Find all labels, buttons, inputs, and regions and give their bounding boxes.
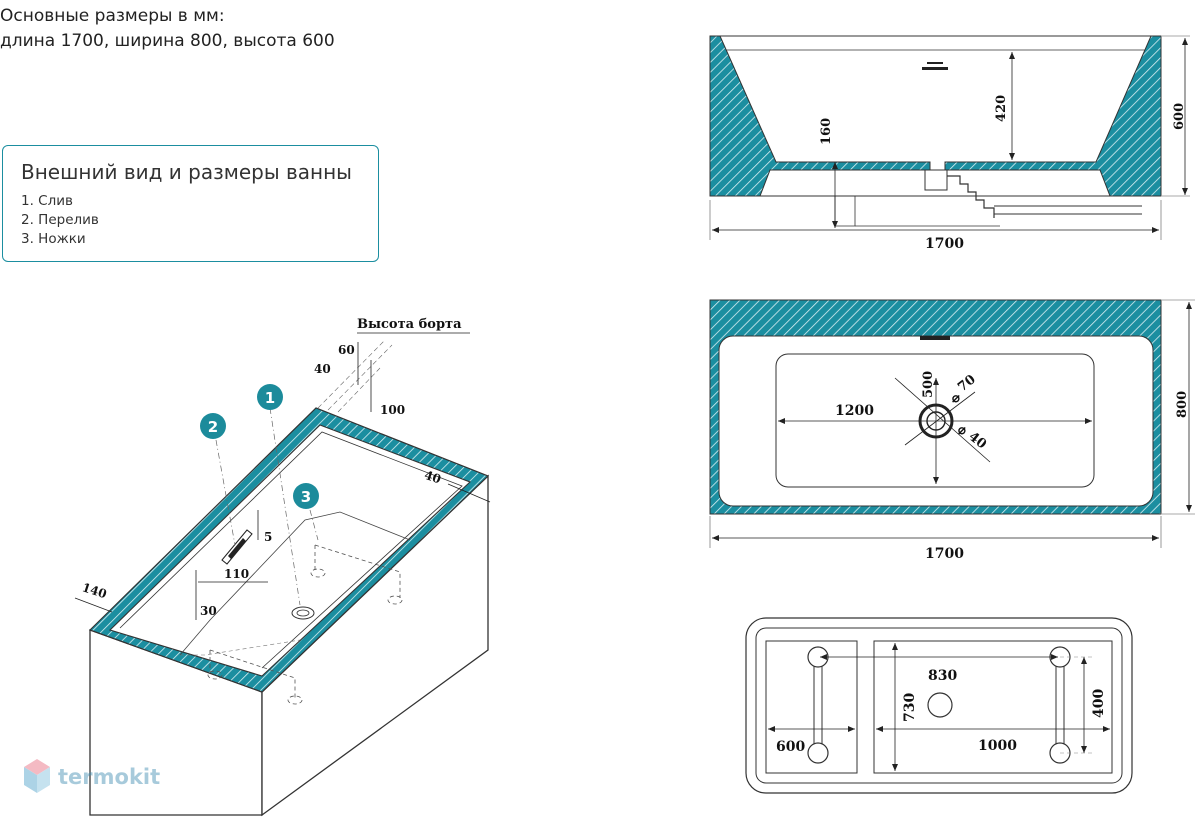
iso-rim-height-label: Высота борта — [357, 317, 462, 332]
bottom-dim-830: 830 — [928, 668, 957, 684]
side-view: 600 420 160 1700 — [709, 35, 1190, 252]
iso-dim-40a: 40 — [314, 362, 331, 376]
svg-text:2: 2 — [208, 418, 218, 436]
legend-title: Внешний вид и размеры ванны — [21, 160, 352, 184]
isometric-view: Высота борта 60 40 100 40 5 110 140 30 1 — [74, 317, 491, 817]
top-diam-40-sym: ⌀ — [958, 423, 966, 438]
bottom-dim-400: 400 — [1091, 689, 1107, 718]
legend-box: Внешний вид и размеры ванны 1. Слив 2. П… — [2, 145, 379, 262]
bottom-dim-730: 730 — [902, 693, 918, 722]
bottom-dim-1000: 1000 — [978, 738, 1017, 754]
side-dim-420: 420 — [994, 95, 1009, 122]
iso-dim-140: 140 — [80, 580, 108, 601]
top-dim-500: 500 — [921, 371, 936, 398]
top-dim-1200: 1200 — [835, 403, 874, 419]
iso-dim-60: 60 — [338, 343, 355, 357]
legend-item-legs: 3. Ножки — [21, 231, 86, 247]
bottom-leg-left — [807, 646, 829, 764]
top-diam-70-sym: ⌀ — [952, 391, 960, 406]
marker-3: 3 — [293, 483, 319, 509]
svg-text:1: 1 — [265, 389, 275, 407]
header-text: Основные размеры в мм: длина 1700, ширин… — [0, 4, 335, 54]
iso-legs — [207, 544, 403, 705]
iso-dim-5: 5 — [264, 530, 272, 544]
marker-1: 1 — [257, 384, 283, 410]
side-dim-1700: 1700 — [925, 236, 964, 252]
watermark: termokit — [22, 757, 160, 797]
bottom-drain — [927, 692, 953, 718]
legend-item-drain: 1. Слив — [21, 193, 73, 209]
top-view: 1200 500 ⌀ 70 ⌀ 40 800 1700 — [709, 299, 1195, 562]
header-line-1: Основные размеры в мм: — [0, 6, 225, 26]
marker-2: 2 — [200, 413, 226, 439]
iso-dim-40b: 40 — [423, 468, 443, 486]
side-dim-160: 160 — [819, 118, 834, 145]
iso-dim-100: 100 — [380, 403, 405, 417]
iso-dim-110: 110 — [224, 567, 249, 581]
header-line-2: длина 1700, ширина 800, высота 600 — [0, 31, 335, 51]
watermark-text: termokit — [58, 765, 161, 789]
top-dim-1700: 1700 — [925, 546, 964, 562]
iso-dim-30: 30 — [200, 604, 217, 618]
legend-item-overflow: 2. Перелив — [21, 212, 99, 228]
bottom-leg-right — [1049, 646, 1071, 764]
iso-rim-inner — [108, 424, 472, 677]
iso-drain — [291, 606, 315, 620]
svg-text:3: 3 — [301, 488, 311, 506]
bottom-dim-600: 600 — [776, 739, 805, 755]
bottom-view: 830 730 400 600 1000 — [745, 617, 1133, 794]
side-dim-600: 600 — [1172, 103, 1187, 130]
top-dim-800: 800 — [1175, 391, 1190, 418]
termokit-logo-icon — [24, 759, 50, 793]
